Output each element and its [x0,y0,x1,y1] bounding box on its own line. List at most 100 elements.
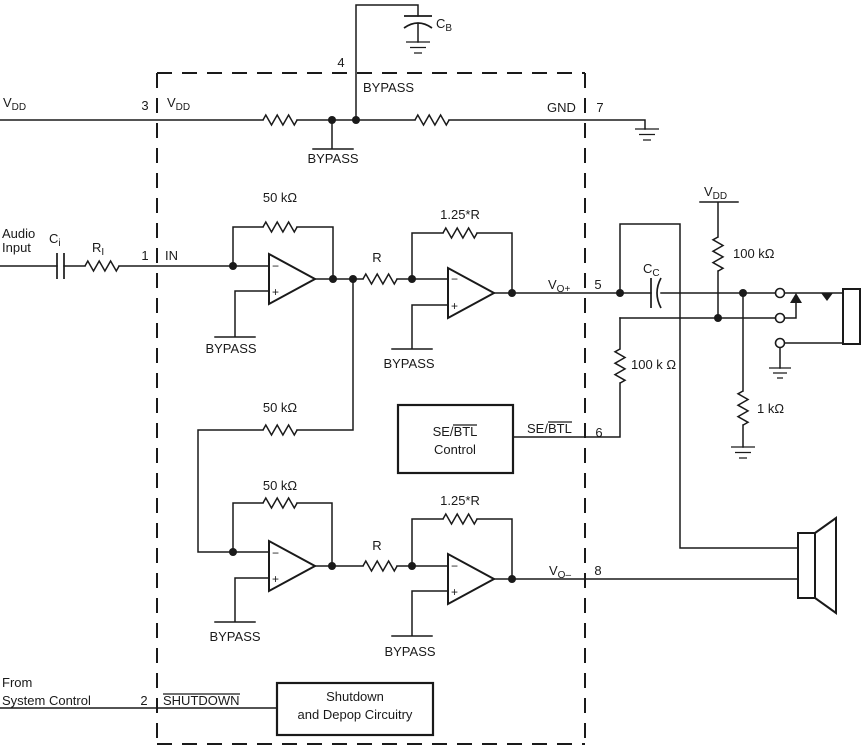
jack-ring-contact [774,312,786,324]
pin-labels: 1 IN 2 SHUTDOWN 3 VDD 4 BYPASS VO+ 5 SE/… [140,55,603,708]
bypass-rail-2-label: BYPASS [383,356,434,371]
from-system-label-1: From [2,675,32,690]
audio-input-label-2: Input [2,240,31,255]
pin-6-name: SE/BTL [527,421,572,436]
resistor-100k-pullup [711,236,725,272]
function-blocks: SE/BTL Control Shutdown and Depop Circui… [275,403,515,737]
opamp3-plus: + [272,572,279,586]
ic-boundary [156,72,586,745]
resistor-1k-label: 1 kΩ [757,401,784,416]
se-btl-box-label: SE/BTL [433,424,478,439]
resistor-50k-link-label: 50 kΩ [263,400,298,415]
pin-5-name: VO+ [548,277,570,295]
resistor-100k-sense [613,348,627,384]
resistor-50k-feedback-bottom [262,496,298,510]
cc-label: CC [643,261,660,279]
component-labels: Ci RI CB CC 50 kΩ R 1.25*R 50 kΩ 50 kΩ R… [49,16,784,553]
from-system-label-2: System Control [2,693,91,708]
bypass-net-labels: BYPASS BYPASS BYPASS BYPASS BYPASS [205,151,435,659]
pin-3-name: VDD [167,95,190,113]
opamp2-minus: − [451,272,458,286]
jack-tip-contact [774,287,786,299]
capacitor-cb [403,15,433,29]
vdd-pullup-label: VDD [704,184,727,202]
pin-2-number: 2 [140,693,147,708]
audio-input-label-1: Audio [2,226,35,241]
pin-3-number: 3 [141,98,148,113]
headphone-jack [774,287,861,349]
opamp3-minus: − [272,546,279,560]
pin-7-number: 7 [596,100,603,115]
resistor-50k-top-label: 50 kΩ [263,190,298,205]
shutdown-box-label2: and Depop Circuitry [298,707,413,722]
capacitor-ci [56,253,65,279]
resistor-100k-sense-label: 100 k Ω [631,357,676,372]
capacitor-cc [650,277,662,309]
shutdown-box [275,681,435,737]
pin-7-name: GND [547,100,576,115]
resistor-vdd-rail-1 [262,113,298,127]
jack-plug-arrow-down [821,293,833,301]
pin-6-number: 6 [595,425,602,440]
opamp1-minus: − [272,259,279,273]
opamp-top-2 [447,266,497,320]
junction-dots [229,116,747,583]
speaker-cone [814,516,837,615]
ground-gnd-pin [635,128,659,141]
ground-1k [731,446,755,459]
opamp-bottom-2 [447,552,497,606]
resistor-50k-feedback-top [262,220,298,234]
se-btl-control-box [396,403,515,475]
opamp2-plus: + [451,299,458,313]
resistor-125r-bottom-label: 1.25*R [440,493,480,508]
pin-8-number: 8 [594,563,601,578]
opamp4-plus: + [451,585,458,599]
opamp-bottom-1 [268,539,318,593]
resistor-r-bottom-label: R [372,538,381,553]
jack-switch-arrow-up [790,293,802,303]
pin-4-number: 4 [337,55,344,70]
opamps: − + − + − + − + [268,252,497,606]
resistors [84,113,750,573]
pin-5-number: 5 [594,277,601,292]
cb-label: CB [436,16,452,34]
pin-2-name: SHUTDOWN [163,693,240,708]
ri-label: RI [92,240,104,258]
jack-sleeve-contact [774,337,786,349]
ci-label: Ci [49,231,61,249]
speaker-icon [797,516,837,615]
capacitors [56,15,662,309]
resistor-1k-load [736,390,750,426]
resistor-vdd-rail-2 [414,113,450,127]
vdd-external-label: VDD [3,95,26,113]
opamp-top-1 [268,252,318,306]
resistor-125r-top-label: 1.25*R [440,207,480,222]
external-labels: Audio Input From System Control VDD VDD [2,95,727,708]
pin-1-number: 1 [141,248,148,263]
resistor-50k-bottom-label: 50 kΩ [263,478,298,493]
ground-cb [406,41,430,54]
ground-symbols [406,41,791,459]
resistor-125r-top [442,226,478,240]
bypass-rail-4-label: BYPASS [384,644,435,659]
pin-8-name: VO– [549,563,571,581]
resistor-r-top [362,272,398,286]
resistor-ri [84,259,120,273]
resistor-100k-pullup-label: 100 kΩ [733,246,775,261]
resistor-r-bottom [362,559,398,573]
bypass-rail-top-label: BYPASS [307,151,358,166]
se-btl-box-label2: Control [434,442,476,457]
pin-4-name: BYPASS [363,80,414,95]
opamp4-minus: − [451,559,458,573]
speaker-body [797,532,816,599]
ground-jack-sleeve [769,367,791,379]
jack-body [842,288,861,345]
resistor-125r-bottom [442,512,478,526]
shutdown-box-label1: Shutdown [326,689,384,704]
resistor-50k-link [262,423,298,437]
bypass-rail-3-label: BYPASS [209,629,260,644]
resistor-r-top-label: R [372,250,381,265]
pin-1-name: IN [165,248,178,263]
